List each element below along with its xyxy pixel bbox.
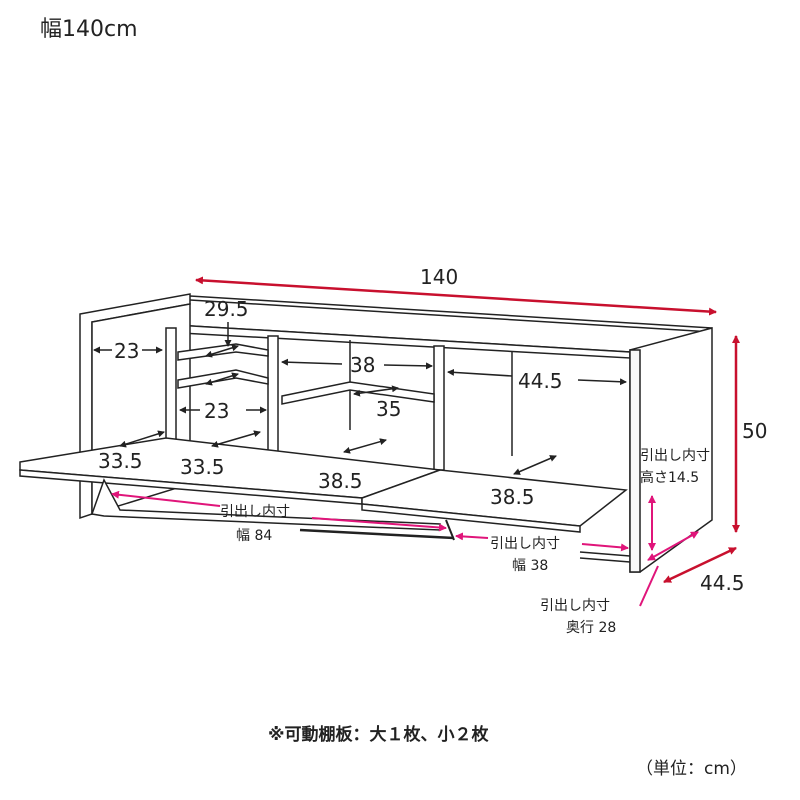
flap-depth-1-label: 33.5 (98, 449, 143, 473)
left-drawer-inner-width-value: 幅 84 (236, 528, 272, 544)
width-dimension-arrow (195, 276, 717, 316)
cabinet-outline (19, 293, 713, 573)
unit-label: （単位：cm） (636, 759, 747, 779)
height-dimension-label: 50 (742, 419, 767, 443)
drawer-inner-height-value: 高さ14.5 (640, 469, 699, 486)
width-dimension-label: 140 (420, 265, 458, 289)
depth-dimension-label: 44.5 (700, 571, 745, 595)
drawer-inner-height-label: 引出し内寸 (640, 448, 710, 464)
flap-depth-2-label: 33.5 (180, 455, 225, 479)
left-shelf-depth-top-label: 23 (114, 339, 139, 363)
left-drawer-inner-width-label: 引出し内寸 (220, 504, 290, 520)
flap-depth-3-label: 38.5 (318, 469, 363, 493)
interior-dimension-arrows (93, 322, 627, 475)
middle-compartment-width-label: 38 (350, 353, 375, 377)
drawer-inner-depth-value: 奥行 28 (566, 619, 616, 636)
left-shelf-depth-mid-label: 23 (204, 399, 229, 423)
drawer-dimension-arrows (111, 490, 699, 607)
flap-depth-4-label: 38.5 (490, 485, 535, 509)
depth-dimension-arrow (663, 546, 737, 584)
right-drawer-inner-width-label: 引出し内寸 (490, 536, 560, 552)
middle-shelf-width-label: 35 (376, 397, 401, 421)
drawer-inner-depth-label: 引出し内寸 (540, 598, 610, 614)
left-compartment-width-label: 29.5 (204, 297, 249, 321)
page-title: 幅140cm (40, 17, 138, 42)
shelf-note: ※可動棚板：大１枚、小２枚 (268, 724, 490, 745)
right-compartment-width-label: 44.5 (518, 369, 563, 393)
right-drawer-inner-width-value: 幅 38 (512, 558, 548, 574)
